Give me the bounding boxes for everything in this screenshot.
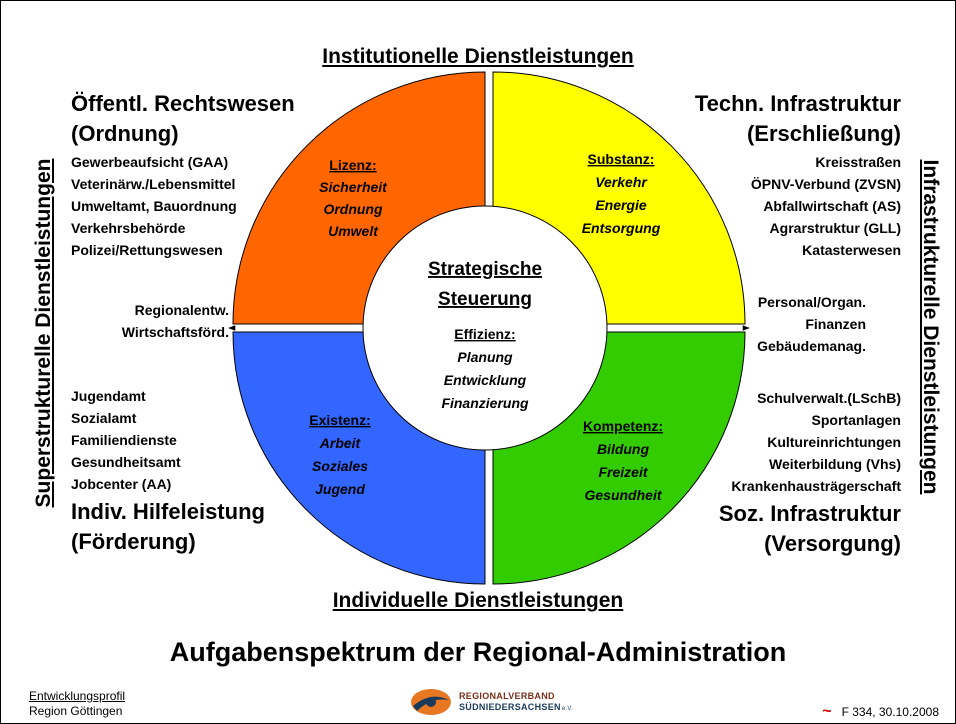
footer-logo: REGIONALVERBAND SÜDNIEDERSACHSENe.V. [409,685,573,719]
center-item-3: Finanzierung [441,395,529,411]
top-left-heading-1: Öffentl. Rechtswesen [71,91,295,116]
list-item: Abfallwirtschaft (AS) [763,198,901,214]
list-item: Personal/Organ. [757,294,866,310]
bottom-left-block: Jugendamt Sozialamt Familiendienste Gesu… [71,385,265,557]
list-item: Regionalentw. [134,302,229,318]
list-item: Jugendamt [71,388,146,404]
logo-text-2: SÜDNIEDERSACHSENe.V. [459,702,574,712]
center-item-1: Planung [457,349,513,365]
bl-label: Existenz: [309,412,370,428]
list-item: Familiendienste [71,432,177,448]
list-item: Gebäudemanag. [757,338,866,354]
list-item: Verkehrsbehörde [71,220,186,236]
right-middle-block: Personal/Organ. Finanzen Gebäudemanag. [757,291,866,357]
top-axis-title: Institutionelle Dienstleistungen [322,45,634,68]
tl-item-3: Umwelt [328,223,379,239]
top-right-block: Techn. Infrastruktur (Erschließung) Krei… [695,89,901,261]
center-item-2: Entwicklung [444,372,527,388]
footer-right-text: F 334, 30.10.2008 [841,705,939,719]
bl-item-1: Arbeit [319,435,362,451]
list-item: Wirtschaftsförd. [121,324,229,340]
tl-item-1: Sicherheit [319,179,388,195]
top-right-heading-2: (Erschließung) [746,121,901,146]
list-item: Sportanlagen [811,412,901,428]
center-label: Effizienz: [454,326,515,342]
bl-item-3: Jugend [315,481,365,497]
footer-left-line-2: Region Göttingen [29,704,123,718]
tr-item-2: Energie [595,197,647,213]
footer-left: Entwicklungsprofil Region Göttingen [29,689,125,719]
br-label: Kompetenz: [583,418,663,434]
tl-label: Lizenz: [329,157,376,173]
list-item: Kreisstraßen [815,154,901,170]
tl-item-2: Ordnung [323,201,383,217]
bottom-right-block: Schulverwalt.(LSchB) Sportanlagen Kultur… [719,387,901,559]
list-item: Weiterbildung (Vhs) [769,456,901,472]
list-item: Jobcenter (AA) [71,476,172,492]
list-item: Umweltamt, Bauordnung [71,198,237,214]
list-item: Gesundheitsamt [71,454,181,470]
list-item: Katasterwesen [802,242,901,258]
logo-mark-icon [411,689,451,715]
tr-label: Substanz: [588,151,655,167]
list-item: Veterinärw./Lebensmittel [71,176,236,192]
right-axis-title: Infrastrukturelle Dienstleistungen [919,159,942,495]
main-title: Aufgabenspektrum der Regional-Administra… [169,637,787,667]
tr-item-3: Entsorgung [582,220,661,236]
list-item: Agrarstruktur (GLL) [769,220,901,236]
center-circle [362,205,608,451]
tilde-icon: ~ [822,703,832,720]
list-item: Schulverwalt.(LSchB) [757,390,901,406]
top-right-heading-1: Techn. Infrastruktur [694,91,901,116]
center-title-2: Steuerung [438,289,532,310]
bottom-axis-title: Individuelle Dienstleistungen [332,589,624,612]
logo-text-1: REGIONALVERBAND [459,691,555,701]
list-item: Sozialamt [71,410,137,426]
br-item-3: Gesundheit [584,487,662,503]
br-item-1: Bildung [597,441,650,457]
bottom-right-heading-1: Soz. Infrastruktur [718,501,901,526]
center-title-1: Strategische [428,259,542,280]
bottom-left-heading-1: Indiv. Hilfeleistung [71,499,265,524]
tr-item-1: Verkehr [595,174,648,190]
top-left-heading-2: (Ordnung) [71,121,179,146]
list-item: ÖPNV-Verbund (ZVSN) [750,176,901,192]
list-item: Gewerbeaufsicht (GAA) [71,154,229,170]
left-axis-title: Superstrukturelle Dienstleistungen [32,158,55,508]
footer-left-line-1: Entwicklungsprofil [29,689,126,703]
list-item: Kultureinrichtungen [767,434,901,450]
list-item: Finanzen [805,316,866,332]
bl-item-2: Soziales [312,458,368,474]
list-item: Krankenhausträgerschaft [731,478,901,494]
left-middle-block: Regionalentw. Wirtschaftsförd. [122,299,229,343]
top-left-block: Öffentl. Rechtswesen (Ordnung) Gewerbeau… [71,89,295,261]
list-item: Polizei/Rettungswesen [71,242,223,258]
bottom-left-heading-2: (Förderung) [71,529,196,554]
footer-right: ~ F 334, 30.10.2008 [822,703,939,721]
br-item-2: Freizeit [598,464,648,480]
bottom-right-heading-2: (Versorgung) [764,531,901,556]
